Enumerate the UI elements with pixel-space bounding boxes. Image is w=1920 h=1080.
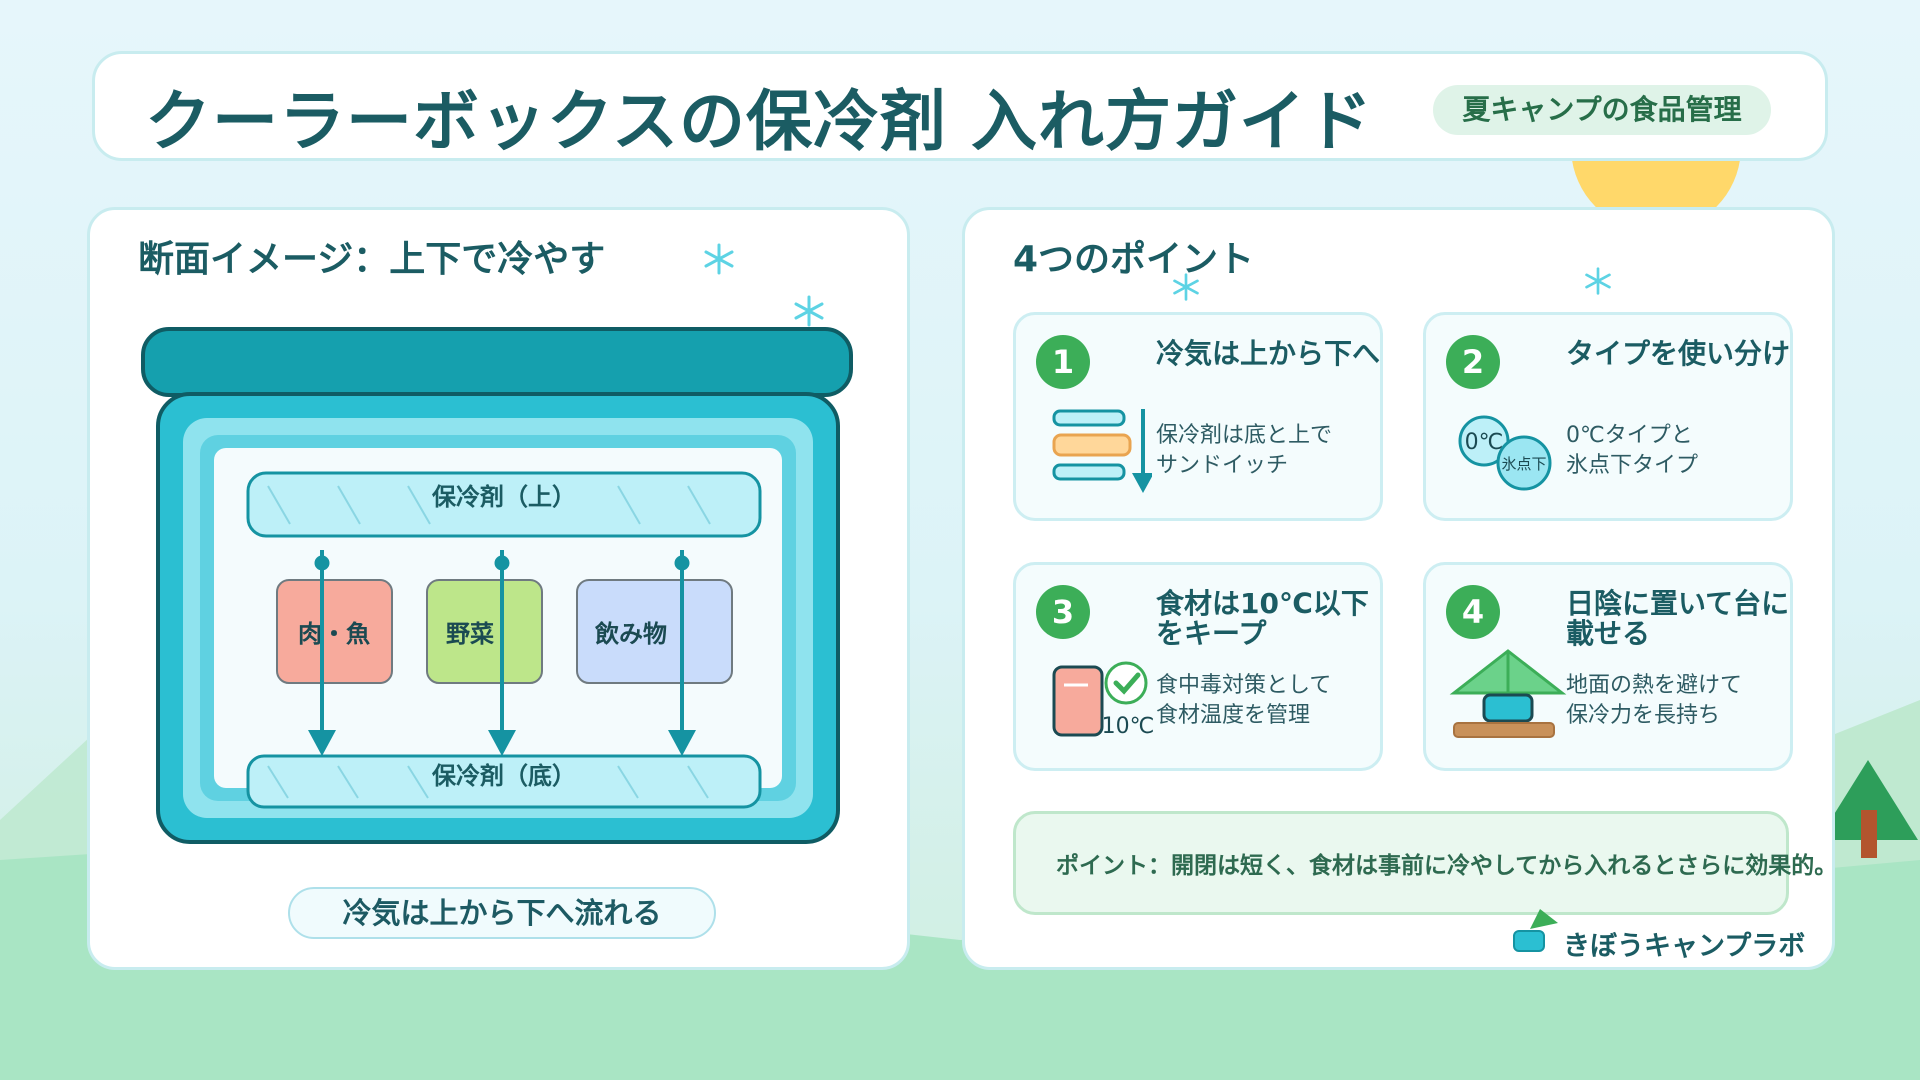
svg-text:飲み物: 飲み物 <box>594 620 667 648</box>
arrow-down-icon <box>308 550 336 756</box>
point-description: 食中毒対策として 食材温度を管理 <box>1156 673 1332 728</box>
cooler-box-diagram: 保冷剤（上） 保冷剤（底） 肉・魚 野菜 飲み物 <box>141 327 853 844</box>
thermometer-check-icon: 10℃ <box>1052 661 1155 739</box>
arrow-down-icon <box>668 550 696 756</box>
points-panel: 4つのポイント 1 冷気は上から下へ 保冷剤は底と上で サンドイッチ 2 タイプ… <box>962 207 1837 970</box>
page-title: クーラーボックスの保冷剤 入れ方ガイド <box>145 83 1373 160</box>
ice-pack-types-icon: 0℃ 氷点下 <box>1458 415 1552 491</box>
point-number-badge: 2 <box>1446 335 1500 389</box>
cold-air-arrows <box>308 550 696 756</box>
brand-logo-icon <box>1513 909 1558 952</box>
snowflake-icon <box>794 295 824 327</box>
point-number-badge: 3 <box>1036 585 1090 639</box>
tip-text: ポイント：開閉は短く、食材は事前に冷やしてから入れるとさらに効果的。 <box>1056 853 1838 879</box>
snowflake-icon <box>1585 267 1611 295</box>
point-card-4: 4 日陰に置いて台に載せる 地面の熱を避けて 保冷力を長持ち <box>1423 562 1793 771</box>
snowflake-icon <box>704 243 734 275</box>
ice-pack-top: 保冷剤（上） <box>246 471 762 538</box>
ice-pack-top-label: 保冷剤（上） <box>431 483 576 511</box>
point-card-3: 3 食材は10℃以下をキープ 10℃ 食中毒対策として 食材温度を管理 <box>1013 562 1383 771</box>
tip-box: ポイント：開閉は短く、食材は事前に冷やしてから入れるとさらに効果的。 <box>1013 811 1837 915</box>
ice-pack-bottom-label: 保冷剤（底） <box>431 762 576 790</box>
point-description: 地面の熱を避けて 保冷力を長持ち <box>1566 673 1743 728</box>
food-item-meat: 肉・魚 <box>276 579 393 684</box>
arrow-down-icon <box>488 550 516 756</box>
food-item-vegetables: 野菜 <box>426 579 543 684</box>
svg-text:野菜: 野菜 <box>446 620 494 648</box>
brand-name: きぼうキャンプラボ <box>1563 931 1806 962</box>
snowflake-icon <box>1173 273 1199 301</box>
point-title: 冷気は上から下へ <box>1156 337 1381 370</box>
cold-air-flow-label: 冷気は上から下へ流れる <box>288 887 716 939</box>
shade-stand-icon <box>1449 649 1567 738</box>
point-description: 保冷剤は底と上で サンドイッチ <box>1156 423 1333 478</box>
cooler-lid <box>141 327 853 397</box>
svg-text:0℃: 0℃ <box>1465 430 1504 455</box>
cross-section-title: 断面イメージ：上下で冷やす <box>138 239 606 280</box>
point-description: 0℃タイプと 氷点下タイプ <box>1566 423 1699 478</box>
svg-text:肉・魚: 肉・魚 <box>298 620 370 648</box>
point-title: タイプを使い分け <box>1566 337 1791 370</box>
tree-icon <box>1818 760 1918 858</box>
point-number-badge: 1 <box>1036 335 1090 389</box>
svg-text:氷点下: 氷点下 <box>1501 455 1546 473</box>
food-item-drinks: 飲み物 <box>576 579 733 684</box>
point-card-1: 1 冷気は上から下へ 保冷剤は底と上で サンドイッチ <box>1013 312 1383 521</box>
points-title: 4つのポイント <box>1013 239 1255 280</box>
header-bar: クーラーボックスの保冷剤 入れ方ガイド 夏キャンプの食品管理 <box>92 51 1828 161</box>
point-title: 日陰に置いて台に載せる <box>1566 587 1790 650</box>
point-number-badge: 4 <box>1446 585 1500 639</box>
point-title: 食材は10℃以下をキープ <box>1156 587 1369 650</box>
point-card-2: 2 タイプを使い分け 0℃ 氷点下 0℃タイプと 氷点下タイプ <box>1423 312 1793 521</box>
ice-pack-bottom: 保冷剤（底） <box>246 754 762 809</box>
svg-text:10℃: 10℃ <box>1102 714 1155 739</box>
layered-ice-packs-icon <box>1052 409 1152 493</box>
cross-section-panel: 断面イメージ：上下で冷やす 保冷剤（上） <box>87 207 910 970</box>
topic-tag: 夏キャンプの食品管理 <box>1433 85 1771 135</box>
